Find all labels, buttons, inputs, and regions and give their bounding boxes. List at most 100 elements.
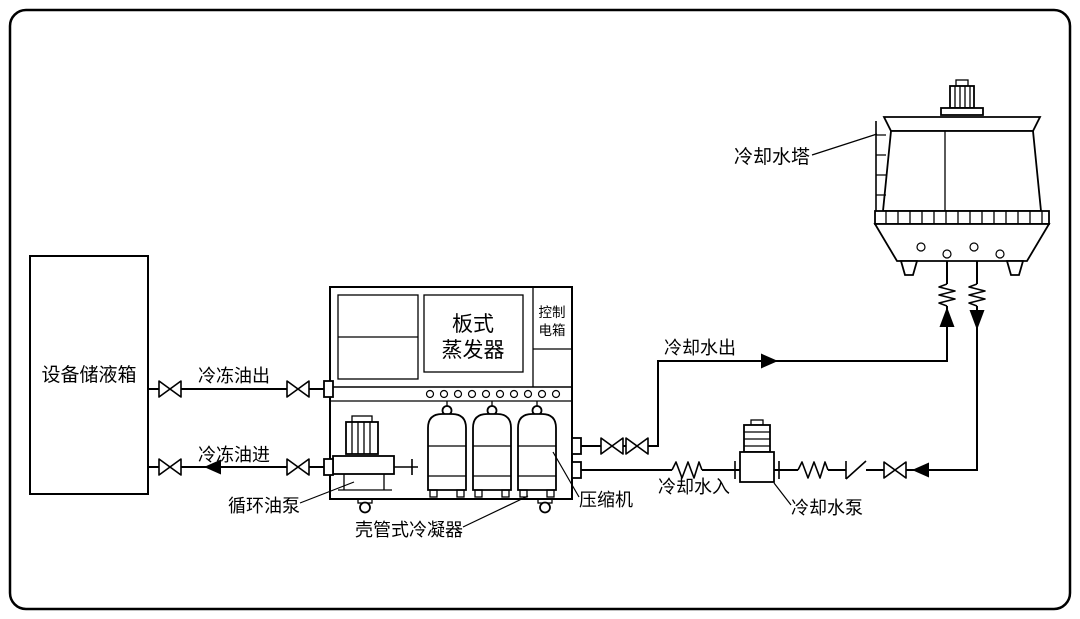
cooling-tower bbox=[873, 79, 1051, 276]
flex-connector-icon bbox=[671, 461, 703, 479]
flow-arrow-right-icon bbox=[761, 353, 778, 369]
vent-hole bbox=[551, 389, 561, 399]
leader-condenser bbox=[462, 495, 529, 528]
tower-bolt bbox=[995, 249, 1005, 259]
vent-hole bbox=[495, 389, 505, 399]
valve-icon bbox=[625, 437, 649, 455]
port-water-out bbox=[571, 437, 582, 455]
tower-body bbox=[882, 130, 1042, 212]
chiller-unit: 板式 蒸发器 控制 电箱 bbox=[323, 286, 582, 514]
water-pump-body bbox=[739, 451, 775, 483]
compressor-foot bbox=[474, 489, 483, 498]
flex-connector-icon bbox=[968, 283, 986, 307]
flow-arrow-left-icon bbox=[912, 462, 929, 478]
valve-icon bbox=[286, 458, 310, 476]
vent-hole bbox=[425, 389, 435, 399]
port-water-in bbox=[571, 461, 582, 479]
tower-leg-right bbox=[1005, 260, 1025, 276]
storage-tank-body bbox=[29, 255, 149, 495]
cooling-water-out-label: 冷却水出 bbox=[664, 338, 736, 359]
shell-tube-condenser-label: 壳管式冷凝器 bbox=[355, 520, 463, 541]
tower-bolt bbox=[969, 242, 979, 252]
valve-icon bbox=[158, 380, 182, 398]
compressor-cylinder-1 bbox=[427, 401, 467, 498]
flex-connector-icon bbox=[797, 461, 829, 479]
circulating-oil-pump-label: 循环油泵 bbox=[228, 496, 300, 517]
compressor-foot bbox=[456, 489, 465, 498]
compressor-body bbox=[472, 413, 512, 491]
leader-water-pump bbox=[773, 482, 792, 506]
valve-icon bbox=[286, 380, 310, 398]
compressor-bands bbox=[473, 445, 511, 477]
compressor-body bbox=[427, 413, 467, 491]
storage-tank-label: 设备储液箱 bbox=[41, 364, 136, 386]
vent-hole bbox=[509, 389, 519, 399]
port-oil-in bbox=[323, 458, 334, 476]
leader-oil-pump bbox=[299, 481, 355, 504]
valve-icon bbox=[158, 458, 182, 476]
oil-pump-motor-fins bbox=[351, 422, 371, 454]
vent-hole bbox=[439, 389, 449, 399]
control-box-label-line1: 控制 bbox=[539, 305, 566, 321]
frozen-oil-in-label: 冷冻油进 bbox=[198, 445, 270, 466]
flex-connector-icon bbox=[938, 283, 956, 307]
evaporator-label-line1: 板式 bbox=[452, 312, 494, 336]
compressor-bands bbox=[428, 445, 466, 477]
tower-bolt bbox=[942, 249, 952, 259]
cooling-water-pump-label: 冷却水泵 bbox=[791, 498, 863, 519]
valve-icon bbox=[883, 461, 907, 479]
caster-wheel bbox=[359, 501, 371, 514]
leader-cooling-tower bbox=[811, 133, 878, 156]
vent-holes bbox=[425, 389, 561, 399]
caster-right bbox=[537, 498, 553, 514]
cooling-water-in-label: 冷却水入 bbox=[658, 477, 730, 498]
oil-pump-legs bbox=[338, 474, 392, 491]
compressor-cylinder-2 bbox=[472, 401, 512, 498]
compressor-body bbox=[517, 413, 557, 491]
compressor-foot bbox=[501, 489, 510, 498]
tower-fan-base bbox=[940, 107, 984, 116]
flow-arrow-up-icon bbox=[939, 307, 955, 327]
compressor-foot bbox=[519, 489, 528, 498]
tower-leg-left bbox=[899, 260, 919, 276]
circulating-oil-pump bbox=[332, 415, 418, 491]
check-valve-icon bbox=[845, 460, 867, 480]
evaporator-panel bbox=[423, 294, 524, 373]
caster-left bbox=[357, 498, 373, 514]
frozen-oil-out-label: 冷冻油出 bbox=[198, 366, 270, 387]
oil-pump-motor bbox=[345, 421, 379, 455]
caster-wheel bbox=[539, 501, 551, 514]
tower-bolt bbox=[916, 242, 926, 252]
port-oil-out bbox=[323, 380, 334, 398]
flow-arrow-down-icon bbox=[969, 310, 985, 330]
control-box-label-line2: 电箱 bbox=[539, 323, 566, 339]
water-pump-motor-fins bbox=[744, 431, 770, 447]
compressor-bands bbox=[518, 445, 556, 477]
tower-basin-band bbox=[874, 210, 1050, 225]
cooling-tower-label: 冷却水塔 bbox=[734, 146, 810, 168]
evaporator-label-line2: 蒸发器 bbox=[442, 338, 505, 362]
compressor-cylinder-3 bbox=[517, 401, 557, 498]
oil-pump-base bbox=[332, 455, 395, 475]
valve-icon bbox=[600, 437, 624, 455]
compressor-foot bbox=[429, 489, 438, 498]
tower-top-rim bbox=[882, 116, 1042, 132]
vent-hole bbox=[481, 389, 491, 399]
vent-hole bbox=[537, 389, 547, 399]
water-pump-flanges bbox=[734, 461, 780, 479]
tower-skirt bbox=[873, 223, 1051, 262]
compressor-foot bbox=[546, 489, 555, 498]
tower-side-rungs bbox=[876, 134, 886, 196]
flow-arrow-left-icon bbox=[204, 459, 221, 475]
tower-basin-ticks bbox=[885, 211, 1043, 224]
vent-hole bbox=[453, 389, 463, 399]
vent-hole bbox=[467, 389, 477, 399]
cooling-water-pump bbox=[734, 419, 780, 483]
leader-compressor bbox=[552, 451, 580, 498]
oil-pump-outlet bbox=[394, 459, 418, 475]
compressor-label: 压缩机 bbox=[579, 490, 633, 511]
storage-tank: 设备储液箱 bbox=[29, 255, 149, 495]
tower-fan-ribs bbox=[954, 86, 971, 108]
